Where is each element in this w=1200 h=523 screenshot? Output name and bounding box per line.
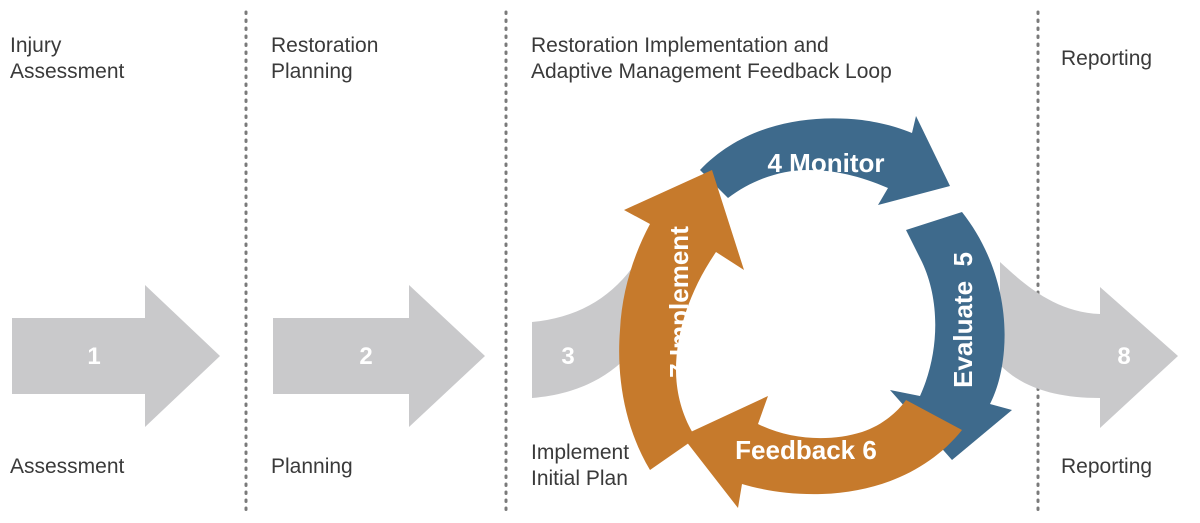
header-restoration-planning: Restoration Planning: [271, 33, 378, 85]
implement-label: 7 Implement: [664, 226, 694, 378]
step-3-number: 3: [561, 343, 574, 370]
footer-implement-initial-plan: Implement Initial Plan: [531, 440, 629, 492]
header-line: Restoration Implementation and: [531, 34, 829, 57]
step-8-number: 8: [1117, 343, 1130, 370]
step-2-number: 2: [359, 343, 372, 370]
footer-line: Assessment: [10, 455, 125, 478]
step-2-arrow: [273, 285, 485, 427]
header-line: Adaptive Management Feedback Loop: [531, 60, 892, 83]
footer-assessment: Assessment: [10, 454, 124, 480]
header-line: Injury: [10, 34, 62, 57]
footer-line: Implement: [531, 441, 630, 464]
header-line: Restoration: [271, 34, 379, 57]
implement-arrow: [619, 170, 744, 470]
footer-line: Initial Plan: [531, 467, 628, 490]
step-1-number: 1: [87, 343, 100, 370]
header-line: Assessment: [10, 60, 125, 83]
evaluate-label: Evaluate 5: [948, 252, 978, 388]
monitor-arrow: [700, 116, 950, 205]
footer-line: Reporting: [1061, 455, 1153, 478]
header-implementation-loop: Restoration Implementation and Adaptive …: [531, 33, 892, 85]
header-reporting: Reporting: [1061, 46, 1152, 72]
header-line: Planning: [271, 60, 353, 83]
footer-line: Planning: [271, 455, 353, 478]
header-injury-assessment: Injury Assessment: [10, 33, 124, 85]
feedback-arrow: [682, 396, 962, 508]
footer-planning: Planning: [271, 454, 353, 480]
feedback-label: Feedback 6: [735, 435, 877, 465]
header-line: Reporting: [1061, 47, 1153, 70]
monitor-label: 4 Monitor: [768, 148, 885, 178]
footer-reporting: Reporting: [1061, 454, 1152, 480]
evaluate-arrow: [890, 212, 1012, 460]
step-1-arrow: [12, 285, 220, 427]
step-8-arrow: [1000, 262, 1178, 428]
